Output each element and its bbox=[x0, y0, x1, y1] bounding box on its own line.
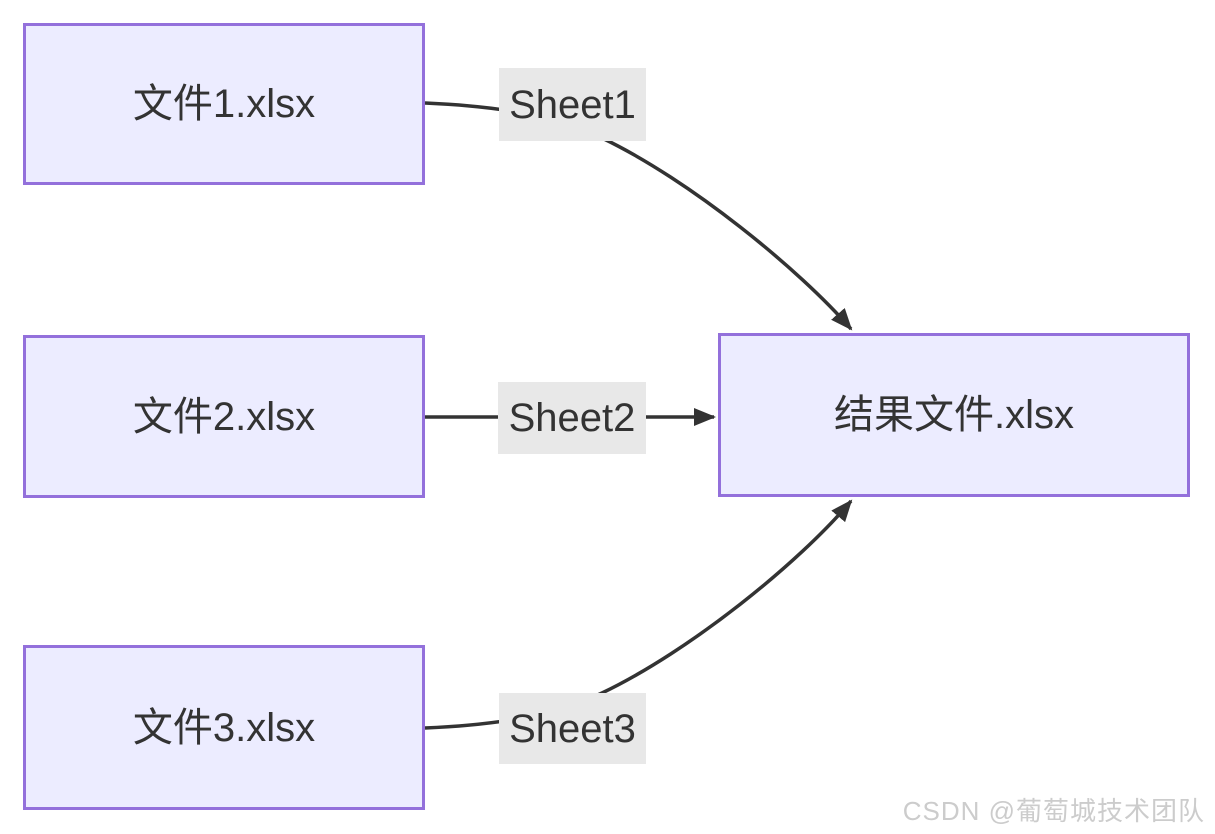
node-file2: 文件2.xlsx bbox=[23, 335, 425, 498]
node-file1: 文件1.xlsx bbox=[23, 23, 425, 185]
node-file1-label: 文件1.xlsx bbox=[132, 82, 316, 126]
node-result: 结果文件.xlsx bbox=[718, 333, 1190, 497]
node-file2-label: 文件2.xlsx bbox=[132, 394, 316, 439]
edge-file3-to-result bbox=[424, 499, 853, 730]
node-result-label: 结果文件.xlsx bbox=[834, 393, 1074, 437]
node-file3-label: 文件3.xlsx bbox=[132, 705, 316, 750]
edge-label-sheet3: Sheet3 bbox=[499, 693, 646, 764]
edge-label-sheet1-text: Sheet1 bbox=[509, 82, 636, 127]
edge-file1-to-result bbox=[424, 101, 853, 331]
edge-label-sheet3-text: Sheet3 bbox=[509, 706, 636, 751]
node-file3: 文件3.xlsx bbox=[23, 645, 425, 810]
edge-label-sheet1: Sheet1 bbox=[499, 68, 646, 141]
edge-label-sheet2-text: Sheet2 bbox=[508, 396, 636, 440]
csdn-watermark: CSDN @葡萄城技术团队 bbox=[902, 796, 1205, 826]
edge-label-sheet2: Sheet2 bbox=[498, 382, 646, 454]
